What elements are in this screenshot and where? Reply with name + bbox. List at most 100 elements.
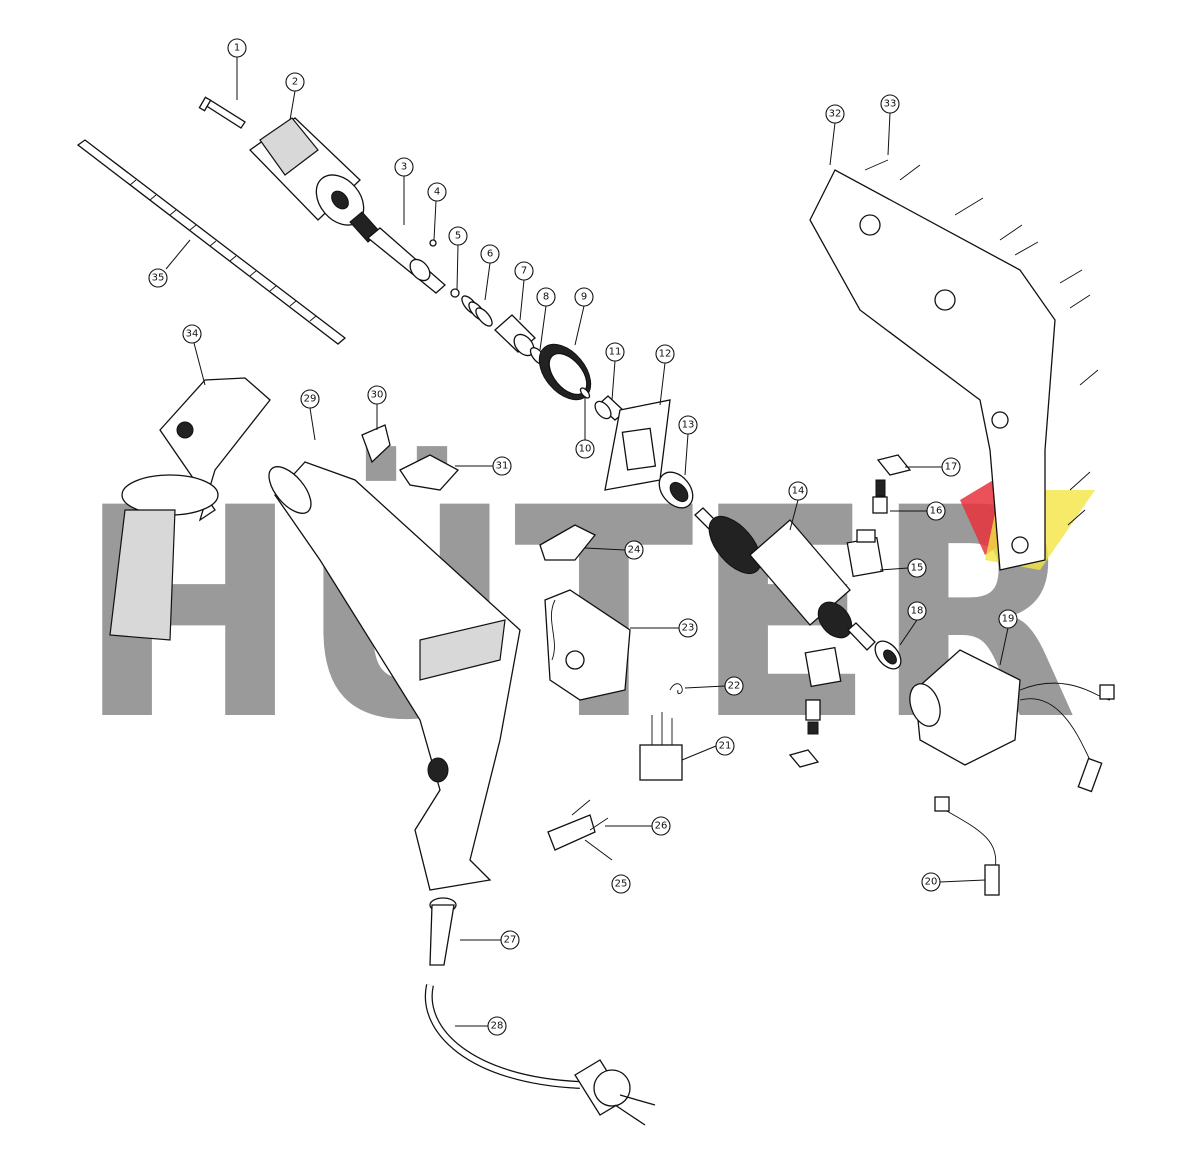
callout-25: 25: [611, 874, 631, 894]
stator: [909, 649, 1115, 793]
callout-12: 12: [655, 344, 675, 364]
callout-28: 28: [487, 1016, 507, 1036]
callout-11: 11: [605, 342, 625, 362]
callout-32: 32: [825, 104, 845, 124]
svg-text:5: 5: [455, 231, 461, 242]
lock-button: [399, 454, 460, 491]
svg-text:16: 16: [930, 506, 943, 517]
ball: [450, 288, 460, 298]
callout-18: 18: [907, 601, 927, 621]
cord-clamp: [547, 814, 596, 851]
svg-text:34: 34: [186, 329, 199, 340]
callout-9: 9: [574, 287, 594, 307]
drill-bit: [76, 139, 347, 345]
svg-text:18: 18: [911, 606, 924, 617]
svg-text:15: 15: [911, 563, 924, 574]
svg-text:22: 22: [728, 681, 741, 692]
brush-cap-upper: [876, 454, 912, 476]
part-drawings: [76, 96, 1115, 1126]
sleeve: [494, 314, 536, 357]
cord-protector: [429, 897, 457, 966]
chuck: [249, 117, 365, 226]
callout-19: 19: [998, 609, 1018, 629]
callout-30: 30: [367, 385, 387, 405]
switch: [544, 589, 631, 701]
motor-housing: [268, 461, 521, 891]
callout-35: 35: [148, 268, 168, 288]
svg-text:9: 9: [581, 292, 587, 303]
svg-text:33: 33: [884, 99, 897, 110]
callout-4: 4: [427, 182, 447, 202]
svg-text:17: 17: [945, 462, 958, 473]
chuck-screw: [198, 96, 246, 129]
callout-10: 10: [575, 439, 595, 459]
svg-text:26: 26: [655, 821, 668, 832]
svg-text:13: 13: [682, 420, 695, 431]
callout-1: 1: [227, 38, 247, 58]
gear: [538, 343, 592, 401]
svg-text:30: 30: [371, 390, 384, 401]
callout-31: 31: [492, 456, 512, 476]
callout-13: 13: [678, 415, 698, 435]
callout-15: 15: [907, 558, 927, 578]
svg-text:19: 19: [1002, 614, 1015, 625]
callout-3: 3: [394, 157, 414, 177]
ball-small: [429, 239, 437, 247]
power-cord: [424, 984, 656, 1126]
svg-text:7: 7: [521, 266, 527, 277]
svg-text:8: 8: [543, 292, 549, 303]
svg-text:35: 35: [152, 273, 165, 284]
callout-2: 2: [285, 72, 305, 92]
callout-23: 23: [678, 618, 698, 638]
callout-16: 16: [926, 501, 946, 521]
svg-text:24: 24: [628, 545, 641, 556]
callout-5: 5: [448, 226, 468, 246]
brush-holder-lower: [788, 646, 842, 768]
capacitor: [639, 712, 683, 781]
callout-14: 14: [788, 481, 808, 501]
spindle: [349, 211, 446, 294]
callout-29: 29: [300, 389, 320, 409]
callouts: 1 2 3 4 5 6 7 8 9 10 11 12 13 14 15 16 1…: [148, 38, 1018, 1036]
housing-half: [809, 169, 1056, 571]
spring: [461, 295, 493, 327]
callout-7: 7: [514, 261, 534, 281]
carbon-brush-upper: [872, 479, 888, 514]
small-ring: [579, 387, 591, 399]
rear-bearing: [874, 640, 902, 670]
svg-text:28: 28: [491, 1021, 504, 1032]
wire-lead: [934, 796, 1000, 896]
svg-text:29: 29: [304, 394, 317, 405]
svg-text:14: 14: [792, 486, 805, 497]
svg-text:27: 27: [504, 935, 517, 946]
clamp-screws: [571, 799, 609, 831]
side-handle: [109, 377, 271, 641]
svg-text:12: 12: [659, 349, 672, 360]
needle-bearing: [594, 395, 626, 421]
callout-21: 21: [715, 736, 735, 756]
callout-27: 27: [500, 930, 520, 950]
svg-text:11: 11: [609, 347, 622, 358]
leader-lines: [165, 57, 1009, 1027]
svg-text:4: 4: [434, 187, 440, 198]
svg-text:6: 6: [487, 249, 493, 260]
svg-text:21: 21: [719, 741, 732, 752]
svg-text:1: 1: [234, 43, 240, 54]
armature: [694, 507, 876, 651]
callout-17: 17: [941, 457, 961, 477]
callout-33: 33: [880, 94, 900, 114]
gearbox-plate: [604, 399, 671, 491]
direction-slider: [539, 524, 597, 561]
callout-8: 8: [536, 287, 556, 307]
svg-text:3: 3: [401, 162, 407, 173]
callout-26: 26: [651, 816, 671, 836]
callout-20: 20: [921, 872, 941, 892]
svg-text:2: 2: [292, 77, 298, 88]
callout-34: 34: [182, 324, 202, 344]
brush-holder-upper: [846, 529, 884, 578]
callout-24: 24: [624, 540, 644, 560]
svg-text:32: 32: [829, 109, 842, 120]
svg-text:20: 20: [925, 877, 938, 888]
ball-bearing: [658, 471, 694, 509]
